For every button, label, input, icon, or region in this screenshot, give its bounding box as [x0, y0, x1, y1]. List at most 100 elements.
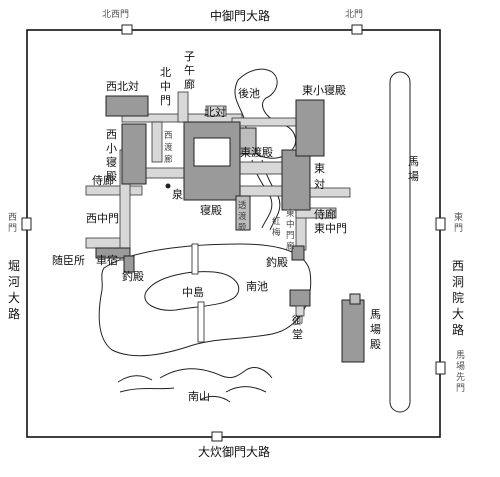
nanzan-hills — [117, 367, 273, 403]
bridges — [191, 243, 205, 343]
kurumayado-building — [95, 247, 131, 259]
svg-text:廊: 廊 — [164, 154, 173, 165]
svg-text:東: 東 — [286, 208, 295, 219]
svg-text:殿: 殿 — [106, 170, 117, 183]
svg-text:場: 場 — [408, 170, 419, 183]
gate-west — [21, 217, 32, 231]
shinden-label: 寝殿 — [200, 203, 222, 217]
nishi-watadono-label: 西 渡 廊 — [164, 131, 173, 165]
higashi-tai-building — [281, 149, 311, 211]
nakajima-label: 中島 — [182, 285, 204, 299]
svg-text:対: 対 — [314, 177, 325, 191]
zuijin-label: 随臣所 — [52, 253, 85, 267]
gate-east-baba-label: 馬 場 先 門 — [456, 350, 465, 394]
minami-ike-label: 南池 — [246, 280, 268, 293]
corridors — [85, 91, 351, 261]
svg-text:西: 西 — [8, 212, 17, 223]
higashi-chumon-ro-label: 東 中 門 廊 — [286, 208, 295, 252]
svg-text:中: 中 — [160, 80, 171, 93]
road-north-label: 中御門大路 — [210, 8, 270, 23]
svg-text:寝: 寝 — [106, 155, 117, 169]
svg-text:門: 門 — [456, 383, 465, 394]
baba-den-building — [341, 299, 365, 363]
higashi-kogaku-building — [295, 99, 325, 157]
baba-track — [389, 71, 411, 413]
svg-text:殿: 殿 — [370, 338, 381, 351]
mido-stem — [295, 305, 305, 317]
svg-text:渡: 渡 — [164, 142, 173, 153]
kurumayado-label: 車宿 — [96, 253, 118, 267]
svg-text:門: 門 — [454, 223, 463, 234]
svg-text:大: 大 — [8, 291, 20, 305]
svg-text:路: 路 — [8, 306, 20, 321]
svg-text:場: 場 — [370, 323, 381, 336]
svg-text:梅: 梅 — [272, 227, 281, 238]
gate-north — [351, 24, 363, 35]
mido-label: 御 堂 — [292, 313, 303, 341]
higashi-chumon-label: 東中門 — [314, 222, 347, 235]
gate-north-west-label: 北西門 — [102, 9, 129, 20]
nanzan-label: 南山 — [188, 390, 210, 403]
kita-tai-link — [239, 127, 257, 155]
svg-text:堂: 堂 — [292, 328, 303, 341]
suki-watadono-building — [235, 195, 251, 231]
svg-text:東: 東 — [314, 162, 325, 175]
svg-text:馬: 馬 — [370, 308, 381, 321]
nishi-samurai-label: 侍廊 — [92, 173, 114, 187]
tsuridono-w-label: 釣殿 — [122, 269, 144, 283]
svg-text:西: 西 — [106, 128, 117, 141]
svg-text:洞: 洞 — [452, 275, 464, 289]
svg-text:子: 子 — [184, 50, 195, 63]
mido-building — [289, 289, 311, 307]
nishi-chumon-label: 西中門 — [86, 212, 119, 225]
svg-text:渡: 渡 — [238, 211, 247, 222]
ushiro-ike-label: 後池 — [238, 86, 260, 100]
svg-text:馬: 馬 — [456, 350, 465, 361]
gate-south — [211, 431, 223, 442]
svg-text:門: 門 — [160, 94, 171, 107]
higashi-kogaku-label: 東小寝殿 — [302, 83, 346, 97]
higashi-watadono-label: 東渡殿 — [240, 145, 273, 159]
svg-text:紅: 紅 — [272, 216, 281, 227]
kita-tai-label: 北対 — [204, 105, 226, 119]
svg-text:馬: 馬 — [408, 155, 419, 168]
shinden-inner — [193, 137, 231, 167]
svg-text:午: 午 — [184, 64, 195, 77]
nego-ro-label: 子 午 廊 — [184, 50, 195, 91]
higashi-tai-label: 東 対 — [314, 162, 325, 191]
svg-text:大: 大 — [452, 307, 464, 321]
svg-text:北: 北 — [160, 66, 171, 79]
outer-wall — [26, 29, 441, 438]
tsuridono-e-building — [291, 245, 305, 261]
svg-text:殿: 殿 — [238, 223, 247, 233]
svg-text:透: 透 — [238, 200, 247, 211]
svg-text:門: 門 — [8, 223, 17, 234]
road-west-label: 堀 河 大 路 — [8, 258, 20, 321]
baba-den-side — [349, 293, 361, 305]
baba-den-label: 馬 場 殿 — [370, 308, 381, 351]
svg-text:堀: 堀 — [8, 258, 20, 273]
kita-nakamon-label: 北 中 門 — [160, 66, 171, 107]
svg-text:御: 御 — [292, 313, 303, 327]
svg-text:西: 西 — [452, 259, 464, 273]
road-east-label: 西 洞 院 大 路 — [452, 259, 464, 337]
svg-text:東: 東 — [454, 211, 463, 223]
svg-text:中: 中 — [286, 219, 295, 230]
nishi-kogaku-label: 西 小 寝 殿 — [106, 128, 117, 183]
gate-west-label: 西 門 — [8, 212, 17, 234]
tsuridono-e-label: 釣殿 — [266, 255, 288, 269]
tsuridono-w-building — [123, 255, 135, 273]
gate-east-baba — [435, 361, 446, 375]
gate-north-west — [121, 24, 133, 35]
izumi-marker — [165, 183, 171, 189]
suki-watadono-label: 透 渡 殿 — [238, 200, 247, 233]
svg-text:路: 路 — [452, 322, 464, 337]
higashi-samurai-label: 侍廊 — [314, 207, 336, 221]
road-south-label: 大炊御門大路 — [198, 444, 270, 459]
baba-label: 馬 場 — [408, 155, 419, 183]
kobai-label: 紅 梅 — [272, 216, 281, 238]
svg-text:廊: 廊 — [184, 77, 195, 91]
svg-text:西: 西 — [164, 131, 173, 141]
nakajima-island — [144, 271, 240, 311]
